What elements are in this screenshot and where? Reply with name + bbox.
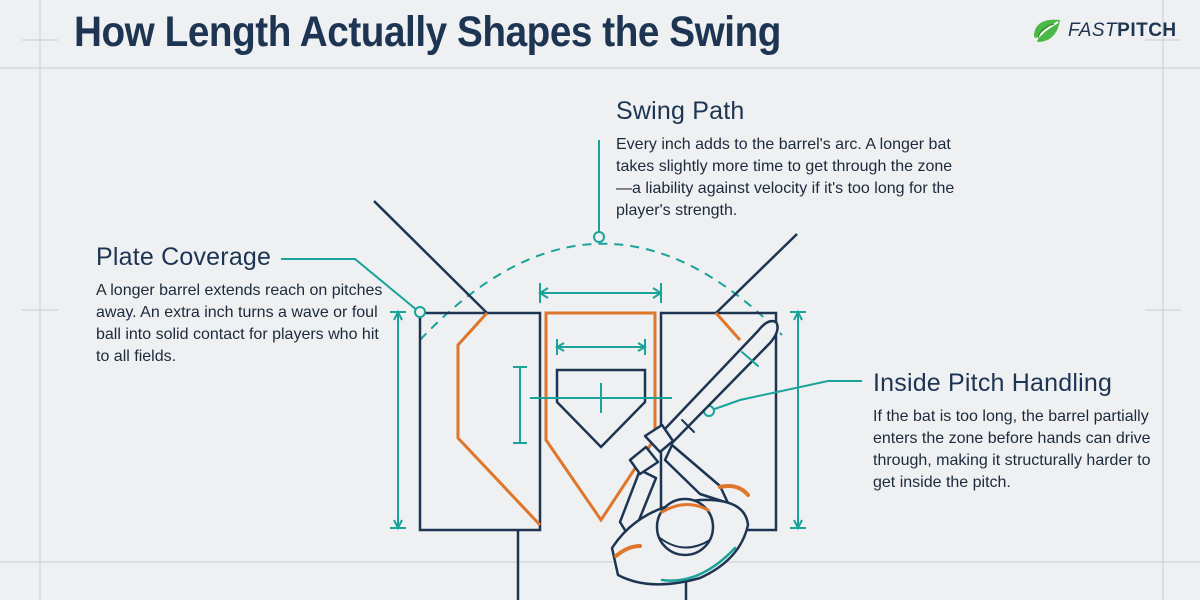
brand-logo: FASTPITCH <box>1030 14 1177 48</box>
batter-figure <box>610 319 779 586</box>
callout-inside-pitch: Inside Pitch Handling If the bat is too … <box>873 369 1153 494</box>
zone-right <box>714 312 742 341</box>
plate-coverage-title: Plate Coverage <box>96 243 272 271</box>
logo-text-fast: FAST <box>1068 20 1118 41</box>
swing-path-title: Swing Path <box>616 97 745 125</box>
page-title: How Length Actually Shapes the Swing <box>74 8 781 56</box>
inside-pitch-body: If the bat is too long, the barrel parti… <box>873 408 1151 491</box>
swing-path-body: Every inch adds to the barrel's arc. A l… <box>616 136 955 219</box>
zone-center <box>544 311 657 523</box>
plate-coverage-marker <box>414 306 426 318</box>
bat <box>660 319 779 445</box>
arm-back <box>663 443 730 505</box>
inside-pitch-leader <box>708 380 862 412</box>
inside-pitch-title: Inside Pitch Handling <box>873 369 1113 397</box>
helmet <box>655 497 715 557</box>
foul-line-left <box>373 200 488 314</box>
hitting-zones <box>456 311 742 527</box>
plate-coverage-body: A longer barrel extends reach on pitches… <box>96 282 383 365</box>
zone-left <box>456 311 542 527</box>
plate-coverage-leader <box>281 258 419 312</box>
logo-text-pitch: PITCH <box>1117 20 1177 41</box>
callout-plate-coverage: Plate Coverage A longer barrel extends r… <box>96 243 396 368</box>
logo-wordmark: FASTPITCH <box>1068 20 1177 42</box>
measurement-lines <box>390 283 806 531</box>
batters-box-left <box>418 311 542 532</box>
leaf-logo-icon <box>1034 19 1060 42</box>
hands <box>643 423 675 454</box>
foul-line-right <box>715 233 798 314</box>
callout-swing-path: Swing Path Every inch adds to the barrel… <box>616 97 966 222</box>
swing-path-marker <box>593 231 605 243</box>
